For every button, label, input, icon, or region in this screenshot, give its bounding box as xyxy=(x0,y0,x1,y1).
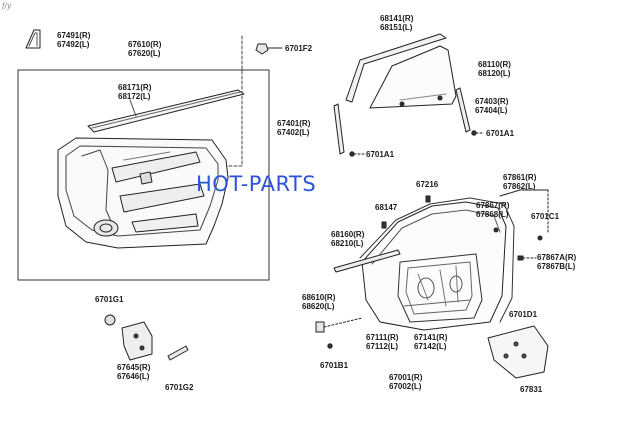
callout-68160: 68160(R)68210(L) xyxy=(331,230,365,248)
callout-67831: 67831 xyxy=(520,385,543,394)
door-shell-part xyxy=(361,201,507,331)
callout-67861: 67861(R)67862(L) xyxy=(503,173,537,191)
callout-68141: 68141(R)68151(L) xyxy=(380,14,414,32)
insulator-pad-part xyxy=(487,325,549,379)
corner-mark: f/y xyxy=(2,2,11,10)
callout-6701f2: 6701F2 xyxy=(285,44,313,53)
callout-6701g1: 6701G1 xyxy=(95,295,124,304)
callout-68147: 68147 xyxy=(375,203,398,212)
callout-67610: 67610(R)67620(L) xyxy=(128,40,162,58)
door-weatherstrip-part xyxy=(359,197,515,323)
callout-6701b1: 6701B1 xyxy=(320,361,349,370)
clip-6701f2-part xyxy=(255,43,283,55)
rear-channel-part xyxy=(455,87,471,133)
callout-67111: 67111(R)67112(L) xyxy=(366,333,399,351)
trim-assembly-frame xyxy=(17,69,270,281)
callout-68171: 68171(R)68172(L) xyxy=(118,83,152,101)
seal-68610-part xyxy=(315,317,363,333)
callout-67867: 67867(R)67868(L) xyxy=(476,201,510,219)
callout-67141: 67141(R)67142(L) xyxy=(414,333,448,351)
callout-6701a1-front: 6701A1 xyxy=(366,150,395,159)
belt-moulding-part xyxy=(87,89,245,133)
hinge-parts xyxy=(104,314,189,361)
callout-6701c1: 6701C1 xyxy=(531,212,560,221)
callout-6701d1: 6701D1 xyxy=(509,310,538,319)
callout-68110: 68110(R)68120(L) xyxy=(478,60,511,78)
callout-67216: 67216 xyxy=(416,180,439,189)
callout-67645: 67645(R)67646(L) xyxy=(117,363,151,381)
callout-67491: 67491(R)67492(L) xyxy=(57,31,91,49)
outer-belt-moulding-part xyxy=(333,249,401,273)
callout-6701g2: 6701G2 xyxy=(165,383,194,392)
front-channel-part xyxy=(333,103,345,155)
callout-68610: 68610(R)68620(L) xyxy=(302,293,336,311)
corner-trim-part xyxy=(25,29,41,49)
callout-67867a: 67867A(R)67867B(L) xyxy=(537,253,577,271)
callout-67403: 67403(R)67404(L) xyxy=(475,97,509,115)
callout-67001: 67001(R)67002(L) xyxy=(389,373,423,391)
watermark-text: HOT-PARTS xyxy=(196,172,317,196)
door-glass-part xyxy=(369,45,457,109)
door-trim-panel-part xyxy=(57,137,229,249)
callout-6701a1-rear: 6701A1 xyxy=(486,129,515,138)
callout-67401: 67401(R)67402(L) xyxy=(277,119,311,137)
glass-run-channel-part xyxy=(345,33,447,103)
